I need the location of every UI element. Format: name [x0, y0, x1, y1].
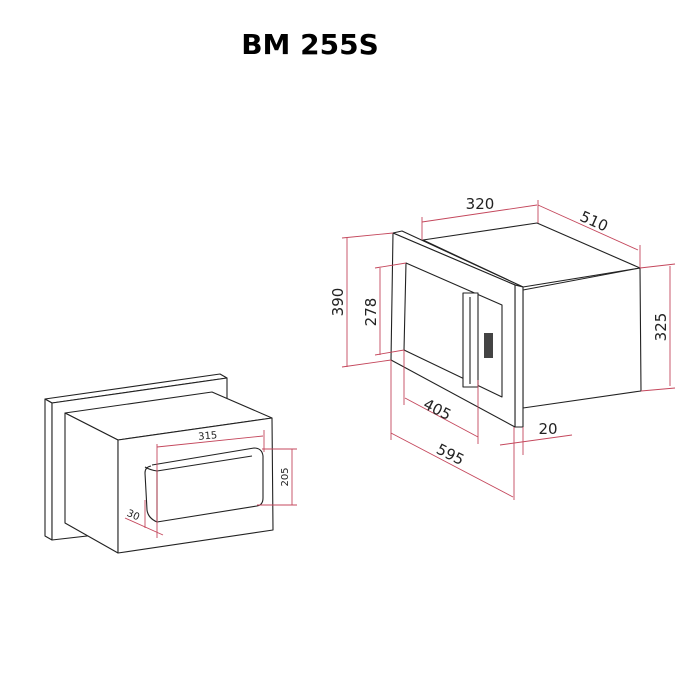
dim-label-205: 205 [280, 467, 291, 486]
display-panel [484, 333, 493, 358]
dim-label-325: 325 [652, 313, 670, 342]
dim-label-20: 20 [538, 420, 557, 438]
model-title: BM 255S [241, 28, 379, 61]
dim-label-320: 320 [466, 195, 495, 213]
niche-drawing [44, 373, 274, 554]
dim-label-30: 30 [125, 508, 141, 523]
niche-dimension-lines [124, 430, 297, 538]
dim-label-405: 405 [420, 395, 454, 424]
dim-label-595: 595 [433, 440, 467, 469]
body-side [522, 267, 642, 409]
dim-label-510: 510 [577, 207, 610, 235]
dim-label-390: 390 [329, 288, 347, 317]
frame-side-edge [514, 284, 524, 428]
niche-opening [144, 447, 264, 523]
back-plate-front [44, 398, 53, 541]
dim-label-315: 315 [198, 430, 218, 443]
installed-dimension-lines [341, 200, 676, 500]
niche-dimension-labels: 315 205 30 [125, 430, 291, 523]
dim-label-278: 278 [362, 298, 380, 327]
installed-microwave-drawing [390, 222, 642, 428]
